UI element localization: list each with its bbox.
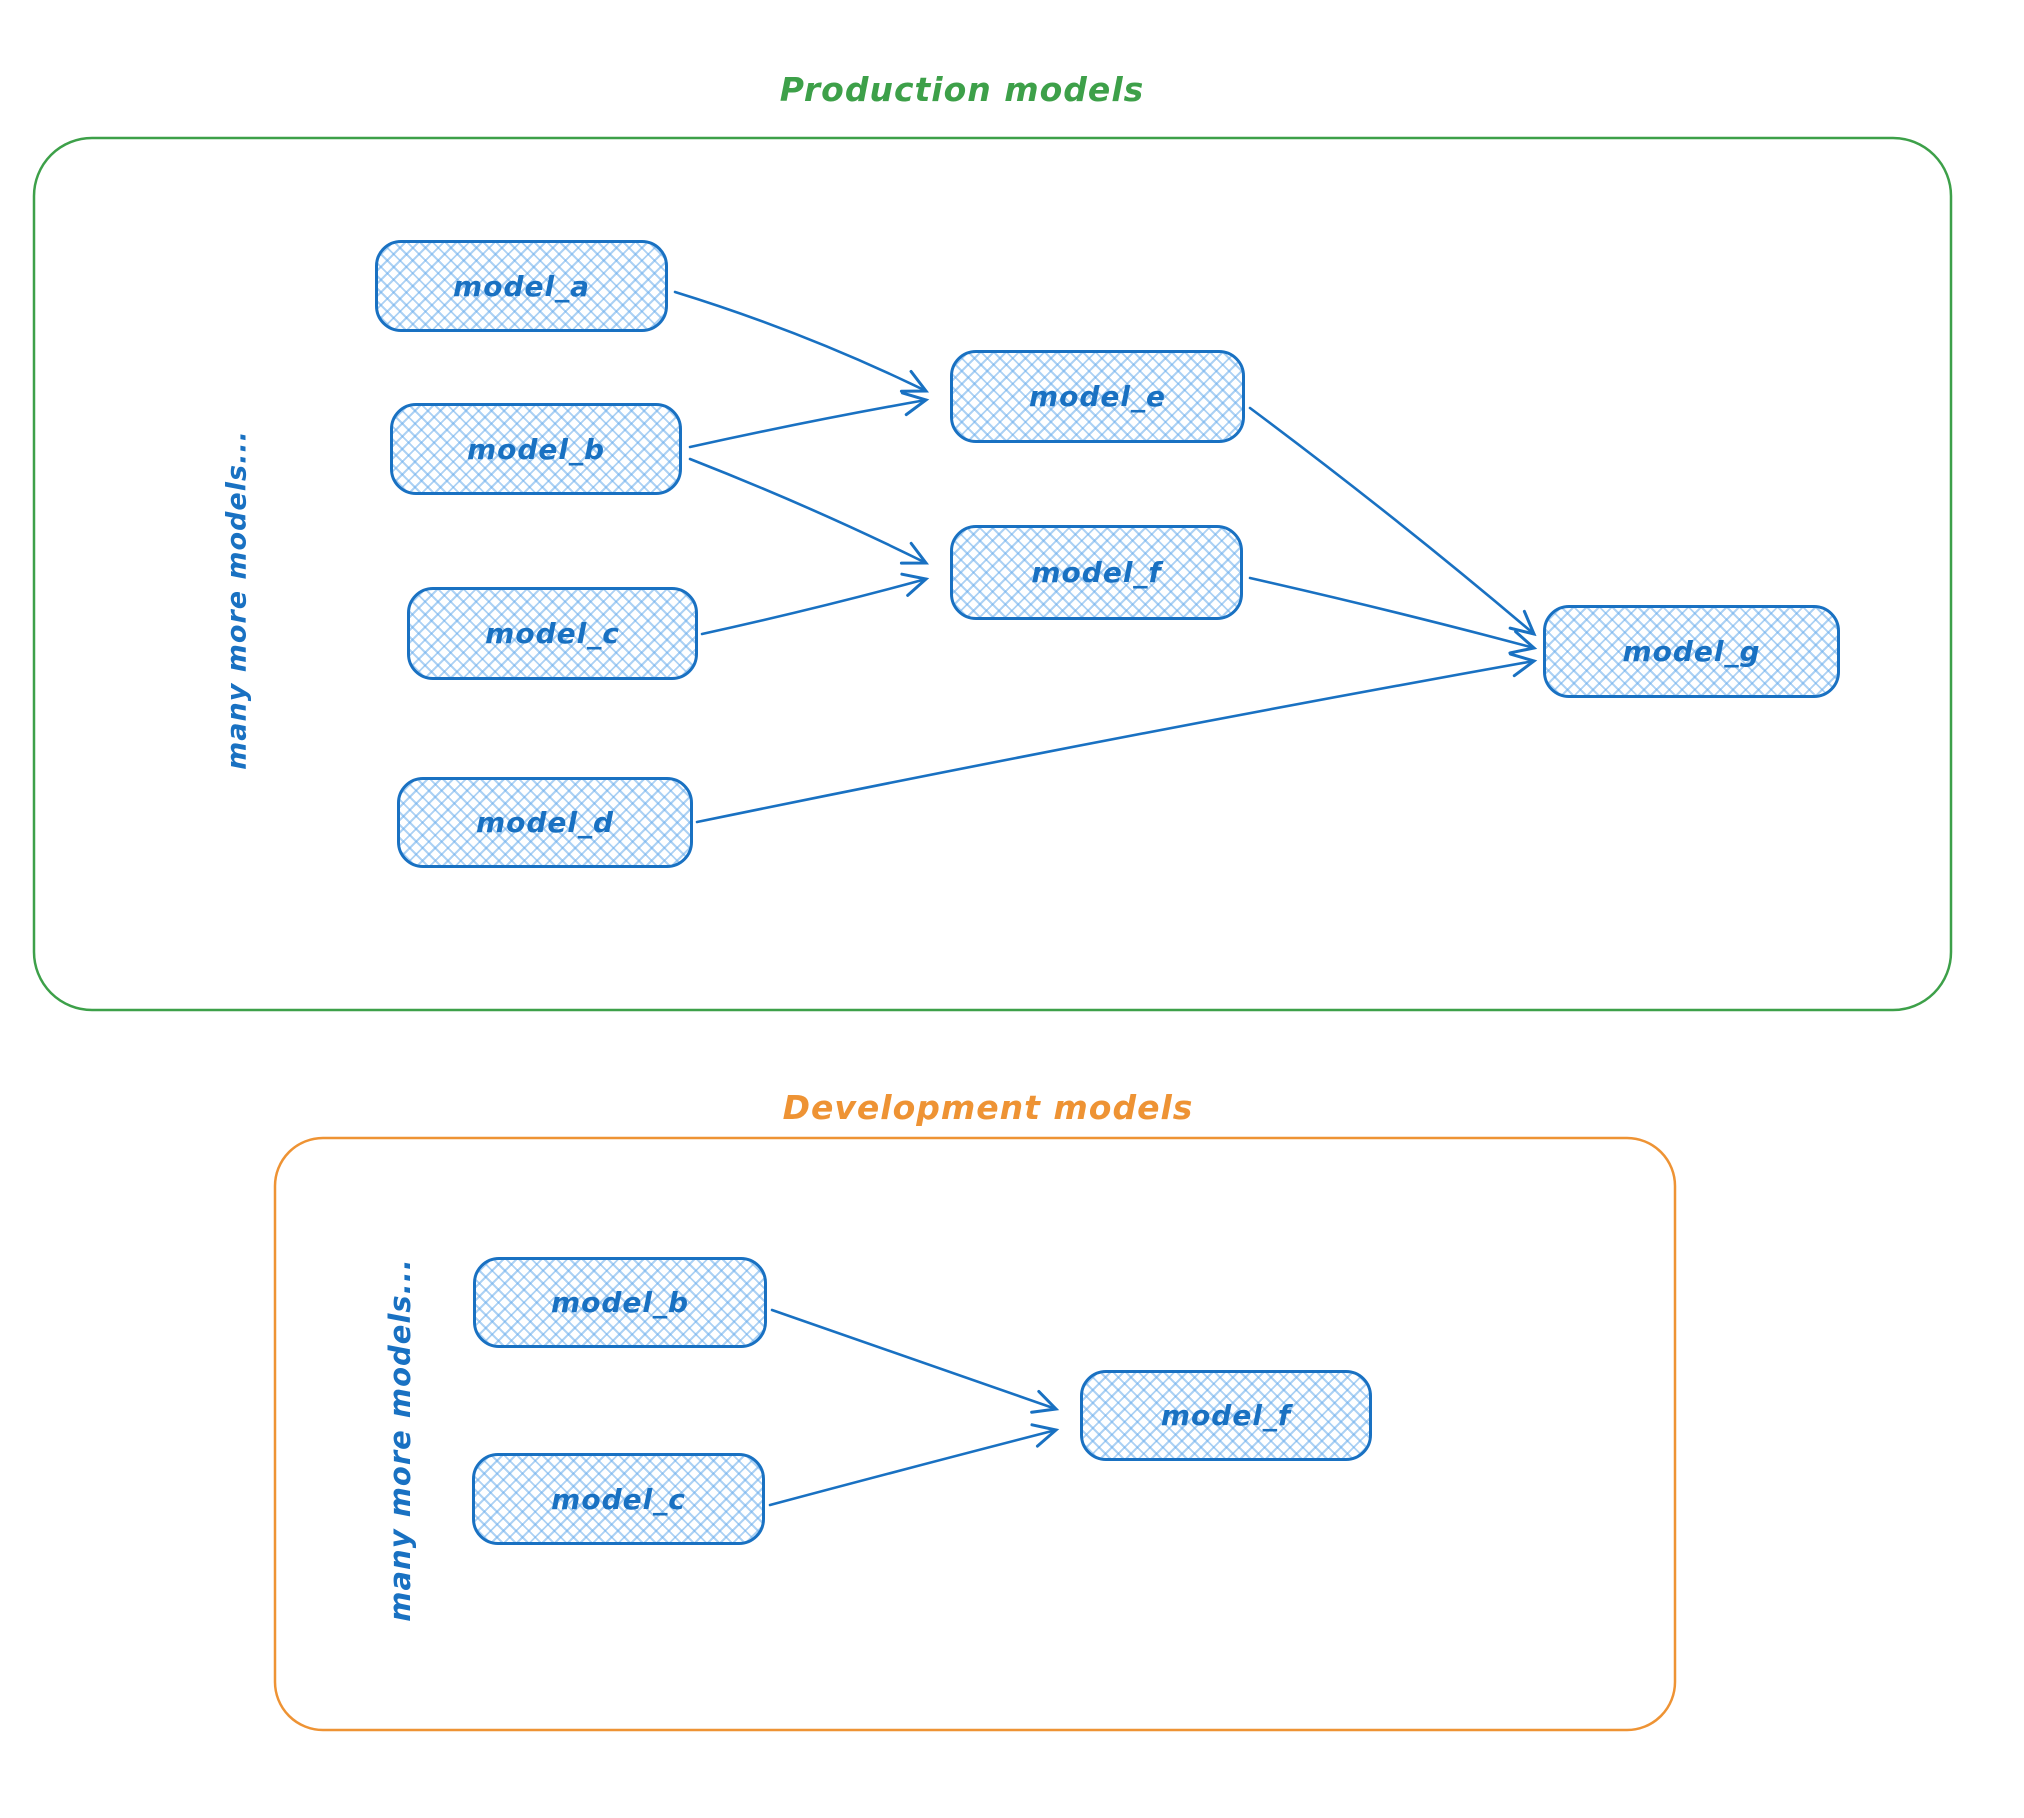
node-label-dev-model_c: model_c <box>551 1482 686 1516</box>
edge-model_e-model_g <box>1248 406 1537 637</box>
edge-model_d-model_g <box>695 652 1538 824</box>
node-label-model_d: model_d <box>475 806 615 839</box>
development-title: Development models <box>782 1088 1194 1127</box>
edge-dev-model_c-model_f <box>768 1423 1060 1507</box>
node-production-model_e: model_e <box>950 350 1245 443</box>
production-container-border <box>32 136 1953 1012</box>
node-label-model_a: model_a <box>453 269 590 303</box>
node-label-model_b: model_b <box>466 432 606 466</box>
edge-model_a-model_e <box>673 290 930 393</box>
production-title: Production models <box>779 70 1145 109</box>
node-production-model_c: model_c <box>407 587 698 680</box>
edge-model_f-model_g <box>1248 576 1538 655</box>
edge-model_c-model_f <box>700 572 930 636</box>
edge-model_b-model_e <box>688 391 930 449</box>
node-production-model_g: model_g <box>1543 605 1840 698</box>
node-label-model_f: model_f <box>1031 556 1162 589</box>
node-label-dev-model_f: model_f <box>1160 1399 1292 1432</box>
node-development-model_f: model_f <box>1080 1370 1372 1461</box>
node-production-model_a: model_a <box>375 240 668 332</box>
node-development-model_c: model_c <box>472 1453 765 1545</box>
production-many-more-models-label: many more models... <box>221 430 253 770</box>
development-container-border <box>273 1136 1677 1732</box>
node-production-model_b: model_b <box>390 403 682 495</box>
node-production-model_f: model_f <box>950 525 1243 620</box>
node-label-dev-model_b: model_b <box>550 1286 690 1319</box>
node-label-model_g: model_g <box>1622 635 1761 668</box>
node-label-model_e: model_e <box>1028 380 1167 413</box>
node-production-model_d: model_d <box>397 777 693 868</box>
node-label-model_c: model_c <box>485 617 620 650</box>
development-many-more-models-label: many more models... <box>383 1258 417 1622</box>
edge-model_b-model_f <box>688 457 930 565</box>
edge-dev-model_b-model_f <box>770 1308 1060 1414</box>
node-development-model_b: model_b <box>473 1257 767 1348</box>
